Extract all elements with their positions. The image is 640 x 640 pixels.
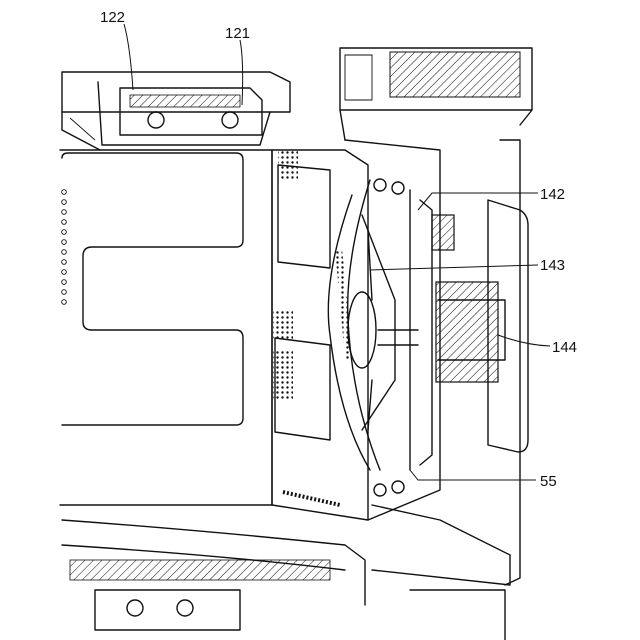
top-housing xyxy=(62,72,290,150)
motor-assembly xyxy=(345,140,528,520)
fan-assembly xyxy=(328,179,418,496)
label-143: 143 xyxy=(540,257,565,274)
label-144: 144 xyxy=(552,339,577,356)
label-122: 122 xyxy=(100,9,125,26)
leader-144 xyxy=(498,335,550,346)
leader-143 xyxy=(370,265,538,270)
label-142: 142 xyxy=(540,186,565,203)
vent-holes-left xyxy=(62,190,67,305)
label-55: 55 xyxy=(540,473,557,490)
base-tray xyxy=(62,505,510,640)
label-121: 121 xyxy=(225,25,250,42)
side-panel xyxy=(272,150,368,520)
leader-122 xyxy=(124,24,133,90)
leader-55 xyxy=(410,470,536,480)
oven-cavity xyxy=(60,150,272,505)
